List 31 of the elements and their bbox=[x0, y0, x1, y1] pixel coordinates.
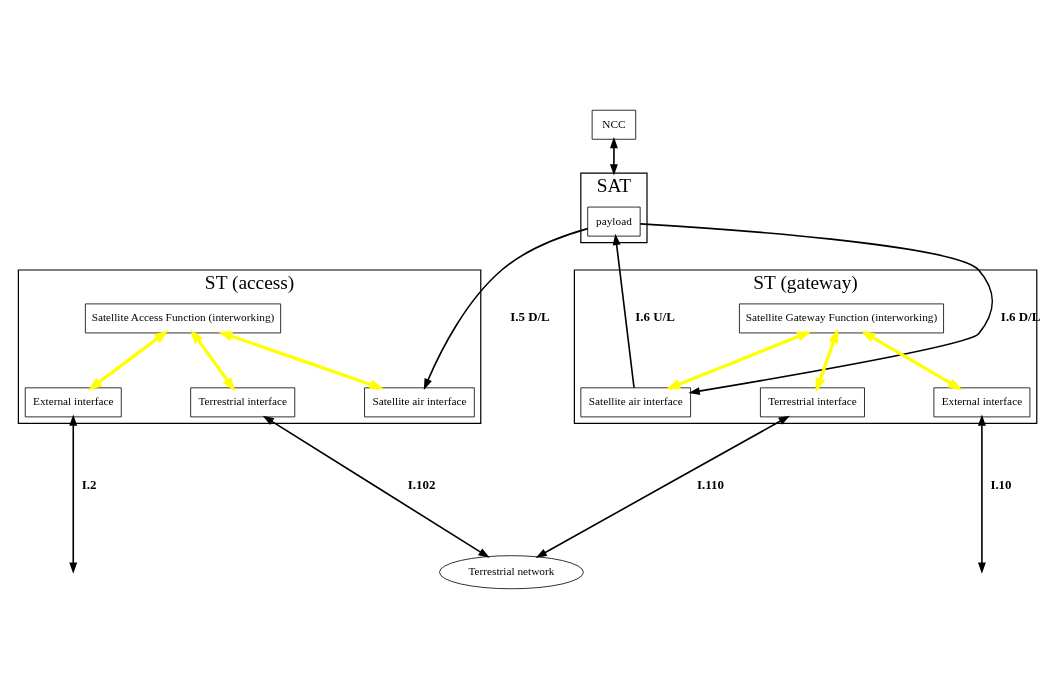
node-box: Terrestrial interface bbox=[760, 386, 865, 417]
arrow bbox=[423, 227, 589, 390]
edge-label: I.5 D/L bbox=[510, 308, 550, 324]
arrow bbox=[262, 415, 490, 558]
edge-label: I.102 bbox=[407, 476, 436, 492]
arrow bbox=[815, 328, 839, 392]
arrow bbox=[612, 233, 635, 389]
node-box: Satellite air interface bbox=[364, 386, 475, 417]
arrow bbox=[977, 414, 986, 574]
node-box: External interface bbox=[24, 386, 122, 417]
arrow bbox=[609, 136, 618, 176]
node-box: External interface bbox=[933, 386, 1031, 417]
edge-label: I.6 U/L bbox=[635, 308, 675, 324]
arrow bbox=[639, 222, 994, 395]
node-ellipse: Terrestrial network bbox=[439, 554, 584, 589]
arrow bbox=[87, 329, 169, 391]
arrow bbox=[860, 330, 963, 390]
node-box: Satellite air interface bbox=[580, 386, 691, 417]
node-box: Satellite Gateway Function (interworking) bbox=[739, 303, 944, 333]
arrow bbox=[535, 415, 790, 558]
arrow bbox=[665, 330, 812, 390]
node-box: payload bbox=[587, 206, 641, 237]
node-box: Terrestrial interface bbox=[190, 386, 296, 417]
arrow bbox=[217, 330, 385, 389]
arrow bbox=[69, 414, 78, 574]
arrow bbox=[190, 328, 236, 392]
edge-label: I.2 bbox=[81, 476, 97, 492]
edge-label: I.10 bbox=[990, 476, 1012, 492]
node-box: NCC bbox=[591, 109, 637, 140]
node-box: Satellite Access Function (interworking) bbox=[84, 303, 282, 333]
edge-label: I.110 bbox=[697, 476, 724, 492]
